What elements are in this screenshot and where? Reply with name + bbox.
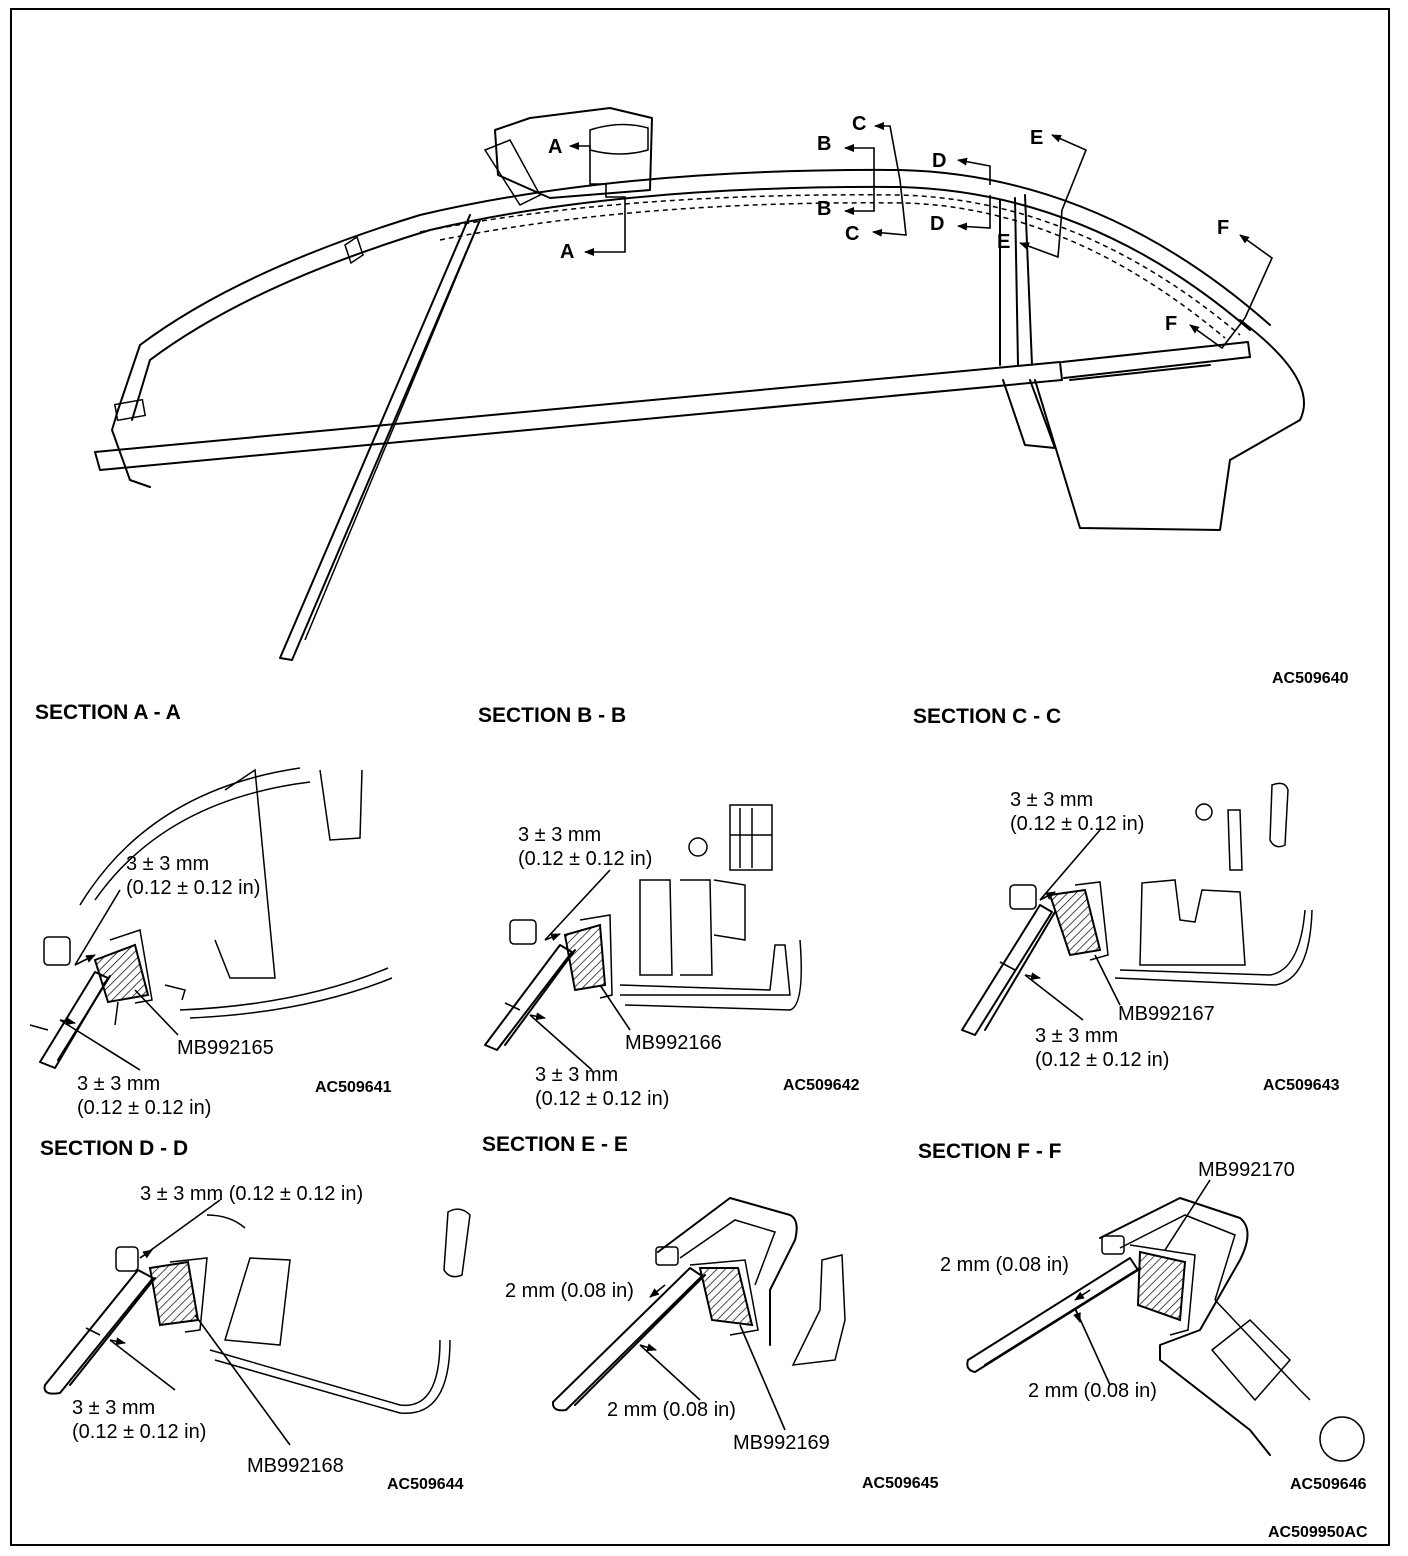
section-b-dim-top-1: 3 ± 3 mm <box>518 824 601 846</box>
section-c-dim-top-1: 3 ± 3 mm <box>1010 789 1093 811</box>
section-f-dim-bottom-1: 2 mm (0.08 in) <box>1028 1380 1157 1402</box>
section-f-dim-top-1: 2 mm (0.08 in) <box>940 1254 1069 1276</box>
section-e: SECTION E - E 2 mm (0.08 in) 2 mm (0.08 … <box>482 1133 939 1492</box>
section-c-part: MB992167 <box>1118 1003 1215 1025</box>
section-d-code: AC509644 <box>387 1476 464 1493</box>
section-d-dim-bottom-2: (0.12 ± 0.12 in) <box>72 1421 206 1443</box>
section-c-dim-bottom-2: (0.12 ± 0.12 in) <box>1035 1049 1169 1071</box>
section-a-title: SECTION A - A <box>35 701 181 724</box>
callout-a-bottom: A <box>560 241 574 263</box>
trim-panel-e <box>657 1197 798 1346</box>
mirror-housing <box>483 107 653 206</box>
section-f: SECTION F - F MB992170 2 mm (0.08 in) 2 … <box>918 1140 1367 1493</box>
figure-code-overview: AC509640 <box>1272 670 1349 687</box>
callout-f-bottom: F <box>1165 313 1177 335</box>
section-a-code: AC509641 <box>315 1079 392 1096</box>
glass-a <box>39 971 109 1069</box>
weatherstrip-f <box>1136 1250 1187 1322</box>
callout-e-bottom: E <box>997 231 1010 253</box>
section-d: SECTION D - D 3 ± 3 mm (0.12 ± 0.12 in) … <box>40 1137 471 1493</box>
section-e-dim-bottom-1: 2 mm (0.08 in) <box>607 1399 736 1421</box>
section-f-part: MB992170 <box>1198 1159 1295 1181</box>
window-run-channel <box>279 214 481 661</box>
callout-c-bottom: C <box>845 223 859 245</box>
section-b: SECTION B - B 3 ± 3 mm (0.12 ± 0.12 in) … <box>478 704 860 1110</box>
section-a-part: MB992165 <box>177 1037 274 1059</box>
section-e-title: SECTION E - E <box>482 1133 628 1156</box>
document-code: AC509950AC <box>1268 1524 1368 1541</box>
section-a: SECTION A - A 3 ± 3 mm (0.12 ± 0.12 in) … <box>29 701 393 1119</box>
callout-b-top: B <box>817 133 831 155</box>
overview-illustration: A A B B C C D D E E F F AC509640 <box>94 107 1349 687</box>
section-d-part: MB992168 <box>247 1455 344 1477</box>
section-e-dim-top-1: 2 mm (0.08 in) <box>505 1280 634 1302</box>
callout-a-top: A <box>548 136 562 158</box>
glass-c <box>961 904 1053 1036</box>
section-b-part: MB992166 <box>625 1032 722 1054</box>
section-b-code: AC509642 <box>783 1077 860 1094</box>
weatherstrip-c <box>1048 888 1102 957</box>
weatherstrip-d <box>148 1260 200 1327</box>
glass-b <box>484 944 573 1051</box>
section-b-dim-top-2: (0.12 ± 0.12 in) <box>518 848 652 870</box>
rear-door-frame <box>1034 319 1305 531</box>
section-e-code: AC509645 <box>862 1475 939 1492</box>
section-f-code: AC509646 <box>1290 1476 1367 1493</box>
section-e-part: MB992169 <box>733 1432 830 1454</box>
trim-panel-f <box>1099 1197 1271 1456</box>
callout-b-bottom: B <box>817 198 831 220</box>
section-d-dim-bottom-1: 3 ± 3 mm <box>72 1397 155 1419</box>
section-c-dim-bottom-1: 3 ± 3 mm <box>1035 1025 1118 1047</box>
section-c-code: AC509643 <box>1263 1077 1340 1094</box>
callout-e-top: E <box>1030 127 1043 149</box>
roof-rail-inner <box>131 185 1251 421</box>
section-d-title: SECTION D - D <box>40 1137 188 1160</box>
section-b-dim-bottom-2: (0.12 ± 0.12 in) <box>535 1088 669 1110</box>
front-pillar <box>111 409 151 488</box>
section-a-dim-bottom-1: 3 ± 3 mm <box>77 1073 160 1095</box>
section-b-dim-bottom-1: 3 ± 3 mm <box>535 1064 618 1086</box>
callout-f-top: F <box>1217 217 1229 239</box>
callout-d-bottom: D <box>930 213 944 235</box>
callout-c-top: C <box>852 113 866 135</box>
glass-e <box>551 1267 703 1412</box>
figure-border <box>10 8 1390 1546</box>
beltline-molding <box>94 361 1063 471</box>
section-f-title: SECTION F - F <box>918 1140 1062 1163</box>
roof-rail-outer <box>117 168 1271 411</box>
glass-d <box>43 1269 154 1395</box>
weatherstrip-a <box>93 943 150 1004</box>
section-a-dim-bottom-2: (0.12 ± 0.12 in) <box>77 1097 211 1119</box>
weatherstrip-e <box>698 1267 754 1327</box>
weatherstrip-b <box>563 923 607 992</box>
roof-rail-dashed <box>419 194 1241 336</box>
section-a-dim-top-2: (0.12 ± 0.12 in) <box>126 877 260 899</box>
section-a-dim-top-1: 3 ± 3 mm <box>126 853 209 875</box>
section-c: SECTION C - C 3 ± 3 mm (0.12 ± 0.12 in) … <box>913 705 1340 1094</box>
section-b-title: SECTION B - B <box>478 704 626 727</box>
center-pillar <box>999 194 1033 366</box>
section-c-dim-top-2: (0.12 ± 0.12 in) <box>1010 813 1144 835</box>
section-c-title: SECTION C - C <box>913 705 1061 728</box>
callout-d-top: D <box>932 150 946 172</box>
section-d-dim-top-1: 3 ± 3 mm (0.12 ± 0.12 in) <box>140 1183 363 1205</box>
